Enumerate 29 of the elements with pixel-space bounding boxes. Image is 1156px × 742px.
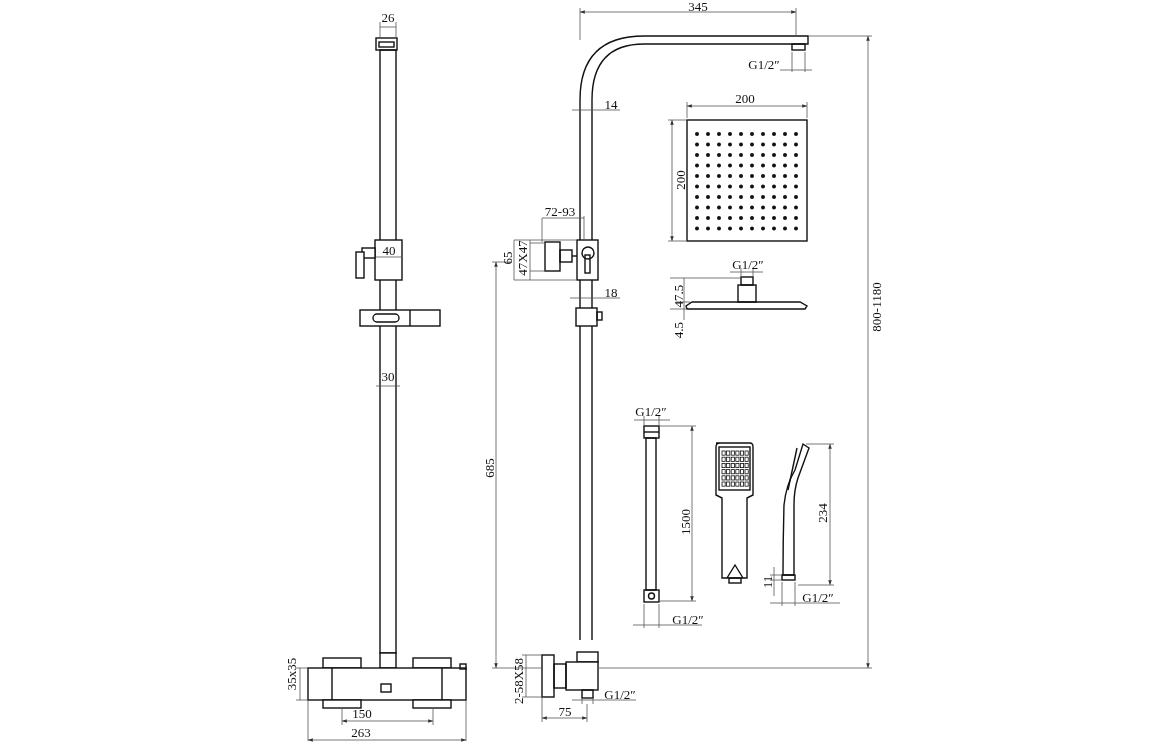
dimension-label: 263 xyxy=(351,725,371,739)
dimension-label: 47.5 xyxy=(671,284,685,308)
dimension-label: 800-1180 xyxy=(869,282,883,332)
dimension-label: 685 xyxy=(482,458,496,478)
dimension-label: 150 xyxy=(352,706,372,720)
dimension-label: G1/2″ xyxy=(732,257,764,271)
dimension-label: 200 xyxy=(673,170,687,190)
dimension-label: G1/2″ xyxy=(635,404,667,418)
dimension-label: 4.5 xyxy=(671,321,685,339)
dimension-label: 14 xyxy=(604,97,618,111)
dimension-label: 2-58X58 xyxy=(511,657,525,705)
dimension-label: 26 xyxy=(381,10,395,24)
dimension-label: 1500 xyxy=(678,509,692,535)
dimension-label: G1/2″ xyxy=(748,57,780,71)
dimension-label: 345 xyxy=(688,0,708,13)
dimension-label: 11 xyxy=(760,575,774,589)
dimension-label: 234 xyxy=(815,503,829,523)
dimension-label: G1/2″ xyxy=(802,590,834,604)
dimension-label: 18 xyxy=(604,285,618,299)
dimension-label: 47X47 xyxy=(515,240,529,276)
dimension-label: 75 xyxy=(558,704,572,718)
dimension-label: G1/2″ xyxy=(604,687,636,701)
dimension-label: 72-93 xyxy=(544,204,576,218)
dimension-label: 200 xyxy=(735,91,755,105)
dimension-label: G1/2″ xyxy=(672,612,704,626)
dimension-label: 35x35 xyxy=(284,657,298,691)
dimension-label: 65 xyxy=(500,251,514,265)
dimension-label: 40 xyxy=(382,243,396,257)
dimension-label: 30 xyxy=(381,369,395,383)
